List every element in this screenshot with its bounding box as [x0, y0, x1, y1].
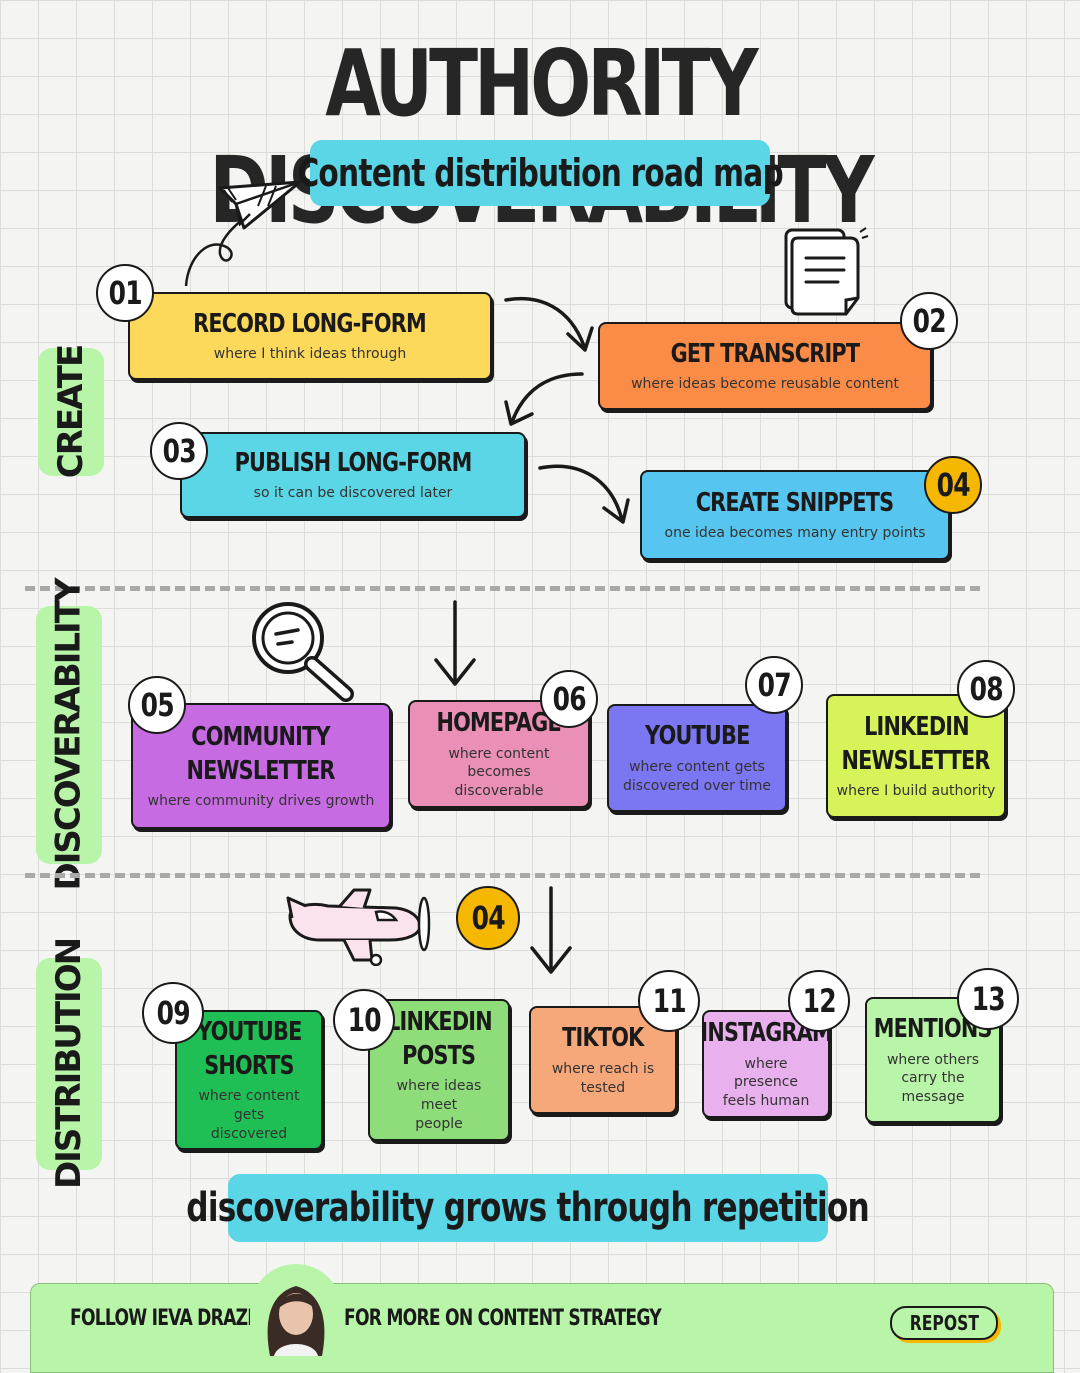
- magnifier-icon: [252, 602, 354, 702]
- section-create-text: CREATE: [51, 345, 92, 479]
- repost-button[interactable]: REPOST: [890, 1306, 998, 1340]
- arrow-down-icon: [434, 600, 476, 686]
- step-title: YOUTUBE: [644, 721, 750, 752]
- step-sub: so it can be discovered later: [253, 485, 453, 502]
- step-number: 04: [924, 456, 982, 514]
- step-number: 05: [128, 676, 186, 734]
- section-distribution-text: DISTRIBUTION: [49, 938, 90, 1190]
- airplane-icon: [286, 888, 431, 966]
- step-title: NEWSLETTER: [841, 745, 991, 776]
- section-discoverability-text: DISCOVERABILITY: [49, 579, 89, 891]
- arrow-icon: [504, 372, 584, 426]
- footer-more-text: FOR MORE ON CONTENT STRATEGY: [344, 1306, 662, 1331]
- step-number: 02: [900, 292, 958, 350]
- step-sub: one idea becomes many entry points: [664, 525, 926, 542]
- step-sub: where I think ideas through: [213, 346, 407, 363]
- step-number: 06: [540, 670, 598, 728]
- step-08-card: LINKEDIN NEWSLETTER where I build author…: [826, 694, 1006, 818]
- tagline-text: discoverability grows through repetition: [186, 1185, 870, 1231]
- step-number: 09: [142, 982, 204, 1044]
- badge-04: 04: [456, 886, 520, 950]
- subtitle-pill: Content distribution road map: [297, 140, 784, 206]
- paper-plane-icon: [184, 180, 302, 287]
- step-number: 08: [957, 660, 1015, 718]
- step-01-card: RECORD LONG-FORM where I think ideas thr…: [128, 292, 492, 380]
- step-sub: where community drives growth: [147, 793, 375, 810]
- step-title: LINKEDIN: [863, 711, 970, 742]
- arrow-icon: [538, 464, 630, 524]
- step-title: LINKEDIN: [386, 1006, 493, 1037]
- step-number: 12: [788, 970, 850, 1032]
- step-title: POSTS: [402, 1040, 476, 1071]
- step-sub: where ideas become reusable content: [631, 376, 899, 393]
- step-title: SHORTS: [204, 1050, 294, 1081]
- step-title: CREATE SNIPPETS: [696, 487, 894, 518]
- step-title: RECORD LONG-FORM: [193, 308, 428, 339]
- step-number: 11: [638, 970, 700, 1032]
- arrow-down-icon: [530, 886, 572, 974]
- section-divider: [25, 586, 980, 591]
- section-label-distribution: DISTRIBUTION: [36, 939, 102, 1189]
- step-sub: where I build authority: [836, 783, 996, 800]
- avatar: [250, 1264, 342, 1356]
- tagline-pill: discoverability grows through repetition: [187, 1174, 870, 1242]
- step-number: 07: [745, 656, 803, 714]
- document-icon: [784, 227, 869, 316]
- step-number: 03: [150, 422, 208, 480]
- step-04-card: CREATE SNIPPETS one idea becomes many en…: [640, 470, 950, 560]
- subtitle-text: Content distribution road map: [297, 151, 783, 195]
- step-title: GET TRANSCRIPT: [670, 338, 860, 369]
- step-02-card: GET TRANSCRIPT where ideas become reusab…: [598, 322, 932, 410]
- section-divider: [25, 873, 980, 878]
- repost-label: REPOST: [909, 1311, 979, 1335]
- step-number: 13: [957, 968, 1019, 1030]
- step-title: PUBLISH LONG-FORM: [234, 447, 473, 478]
- section-label-create: CREATE: [38, 345, 104, 479]
- arrow-icon: [504, 296, 594, 352]
- step-03-card: PUBLISH LONG-FORM so it can be discovere…: [180, 432, 526, 518]
- section-label-discoverability: DISCOVERABILITY: [36, 579, 102, 891]
- step-title: YOUTUBE: [196, 1016, 302, 1047]
- step-number: 01: [96, 264, 154, 322]
- step-title: HOMEPAGE: [436, 707, 562, 738]
- step-number: 10: [333, 989, 395, 1051]
- step-title: NEWSLETTER: [186, 755, 336, 786]
- step-title: COMMUNITY: [191, 721, 331, 752]
- step-title: TIKTOK: [562, 1023, 644, 1054]
